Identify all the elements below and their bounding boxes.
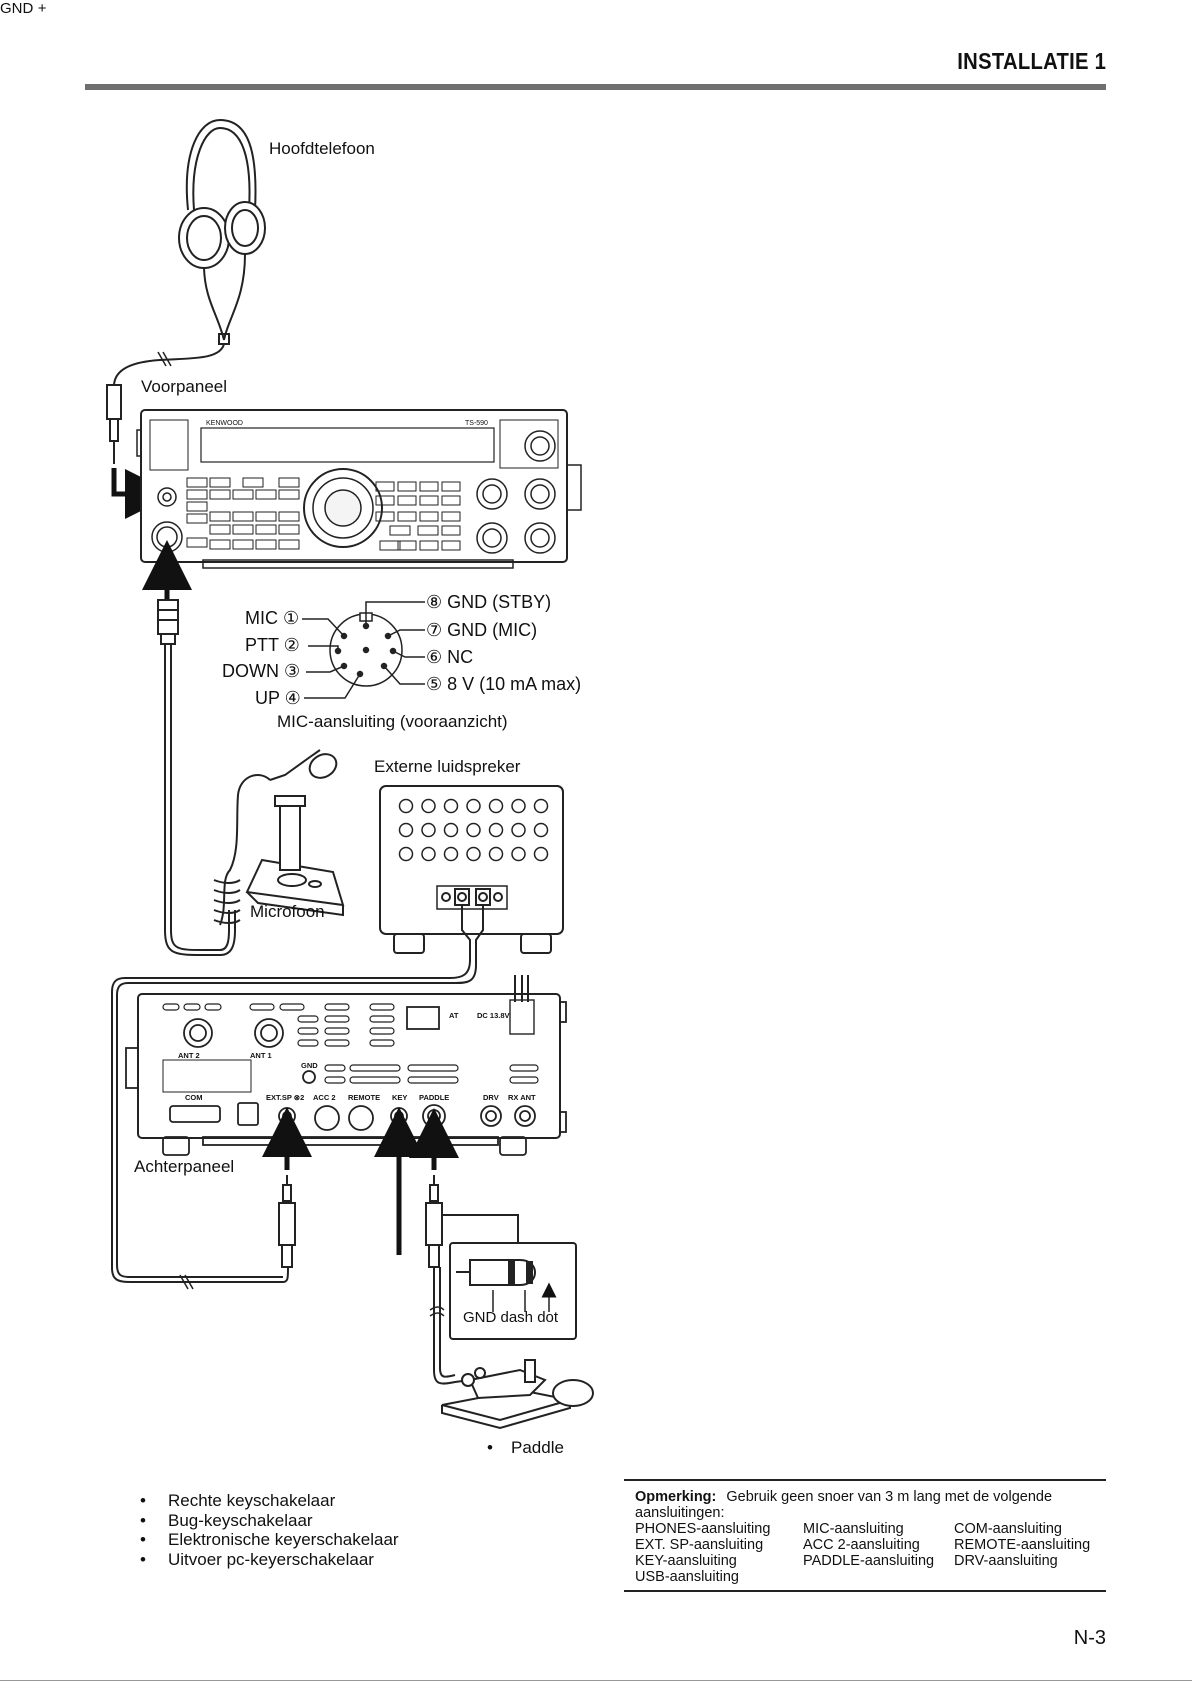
pin-label-down: DOWN ③ (222, 661, 300, 681)
note-box: Opmerking:Gebruik geen snoer van 3 m lan… (624, 1479, 1106, 1592)
svg-text:ACC 2: ACC 2 (313, 1093, 336, 1102)
ext-sp-plug (278, 1175, 296, 1268)
speaker-grille-hole (421, 798, 436, 814)
speaker-grille-hole (421, 846, 436, 862)
svg-text:TS-590: TS-590 (465, 420, 488, 427)
svg-text:REMOTE: REMOTE (348, 1093, 380, 1102)
svg-text:KEY: KEY (392, 1093, 407, 1102)
label-rear-panel: Achterpaneel (134, 1157, 234, 1176)
phones-arrow (111, 468, 175, 519)
headphones-illustration (106, 118, 266, 464)
svg-text:GND: GND (301, 1061, 318, 1070)
microphone-illustration (213, 749, 345, 926)
note-text: Opmerking:Gebruik geen snoer van 3 m lan… (635, 1489, 1105, 1521)
paddle-plug-label: GND dash dot (463, 1309, 559, 1326)
paddle-plug-detail (449, 1242, 577, 1340)
pin-label-gnd-mic: ⑦ GND (MIC) (426, 620, 537, 640)
svg-text:KENWOOD: KENWOOD (206, 420, 243, 427)
pin-label-gnd-stby: ⑧ GND (STBY) (426, 592, 551, 612)
pin-label-ptt: PTT ② (245, 635, 300, 655)
svg-text:PADDLE: PADDLE (419, 1093, 449, 1102)
external-speaker-illustration (111, 785, 564, 1290)
speaker-grille-hole (443, 846, 459, 862)
speaker-grille-hole (398, 822, 414, 838)
mic-connector-pinout (302, 601, 425, 699)
speaker-grille-hole (533, 798, 549, 814)
rear-panel-illustration (125, 975, 567, 1156)
speaker-grille-hole (511, 798, 526, 814)
paddle-list-item: Paddle (487, 1438, 564, 1458)
page-number: N-3 (1073, 1627, 1106, 1649)
list-item: Rechte keyschakelaar (140, 1491, 399, 1511)
list-item: Uitvoer pc-keyerschakelaar (140, 1550, 399, 1570)
svg-text:AT: AT (449, 1011, 459, 1020)
list-item: Elektronische keyerschakelaar (140, 1530, 399, 1550)
label-front-panel: Voorpaneel (141, 377, 227, 396)
speaker-grille-hole (398, 798, 414, 814)
pin-label-mic: MIC ① (245, 608, 299, 628)
bottom-rule (0, 1680, 1192, 1681)
svg-text:COM: COM (185, 1093, 203, 1102)
svg-text:RX ANT: RX ANT (508, 1093, 536, 1102)
svg-text:DRV: DRV (483, 1093, 499, 1102)
speaker-grille-hole (443, 798, 459, 814)
speaker-grille-hole (511, 822, 526, 838)
front-panel-illustration (136, 409, 582, 569)
speaker-grille-hole (488, 798, 504, 814)
mic-connector-caption: MIC-aansluiting (vooraanzicht) (277, 712, 508, 731)
pin-label-nc: ⑥ NC (426, 647, 473, 667)
svg-text:ANT 1: ANT 1 (250, 1051, 272, 1060)
key-plug-label-gnd: GND (0, 0, 34, 17)
pin-label-8v: ⑤ 8 V (10 mA max) (426, 674, 581, 694)
note-body: Gebruik geen snoer van 3 m lang met de v… (635, 1489, 1053, 1521)
speaker-grille-hole (488, 822, 504, 838)
page-header-title: INSTALLATIE 1 (957, 48, 1106, 74)
note-row: USB-aansluiting (635, 1569, 739, 1585)
label-microphone: Microfoon (250, 902, 325, 921)
header-rule (85, 84, 1106, 90)
speaker-grille-hole (466, 798, 481, 814)
speaker-grille-hole (533, 822, 549, 838)
speaker-grille-hole (466, 822, 481, 838)
label-external-speaker: Externe luidspreker (374, 757, 521, 776)
paddle-illustration (441, 1359, 594, 1430)
svg-text:DC 13.8V: DC 13.8V (477, 1011, 510, 1020)
speaker-grille-hole (466, 846, 481, 862)
pin-label-up: UP ④ (255, 688, 301, 708)
speaker-grille-hole (398, 846, 414, 862)
rear-panel-labels: ANT 2 ANT 1 COM EXT.SP ⊗2 ACC 2 REMOTE K… (178, 1011, 536, 1102)
label-headphones: Hoofdtelefoon (269, 139, 375, 158)
speaker-grille-hole (511, 846, 526, 862)
paddle-plug-and-cable (425, 1175, 519, 1385)
speaker-grille-hole (421, 822, 436, 838)
speaker-grille-hole (443, 822, 459, 838)
speaker-grille-hole (488, 846, 504, 862)
speaker-grille-hole (533, 846, 549, 862)
key-plug-label-plus: + (37, 0, 47, 17)
paddle-label: Paddle (511, 1438, 564, 1457)
key-switch-list: Rechte keyschakelaar Bug-keyschakelaar E… (140, 1491, 399, 1569)
svg-text:ANT 2: ANT 2 (178, 1051, 200, 1060)
svg-text:EXT.SP ⊗2: EXT.SP ⊗2 (266, 1093, 304, 1102)
mic-plug-and-cable (157, 599, 236, 956)
list-item: Bug-keyschakelaar (140, 1511, 399, 1531)
note-title: Opmerking: (635, 1489, 717, 1505)
